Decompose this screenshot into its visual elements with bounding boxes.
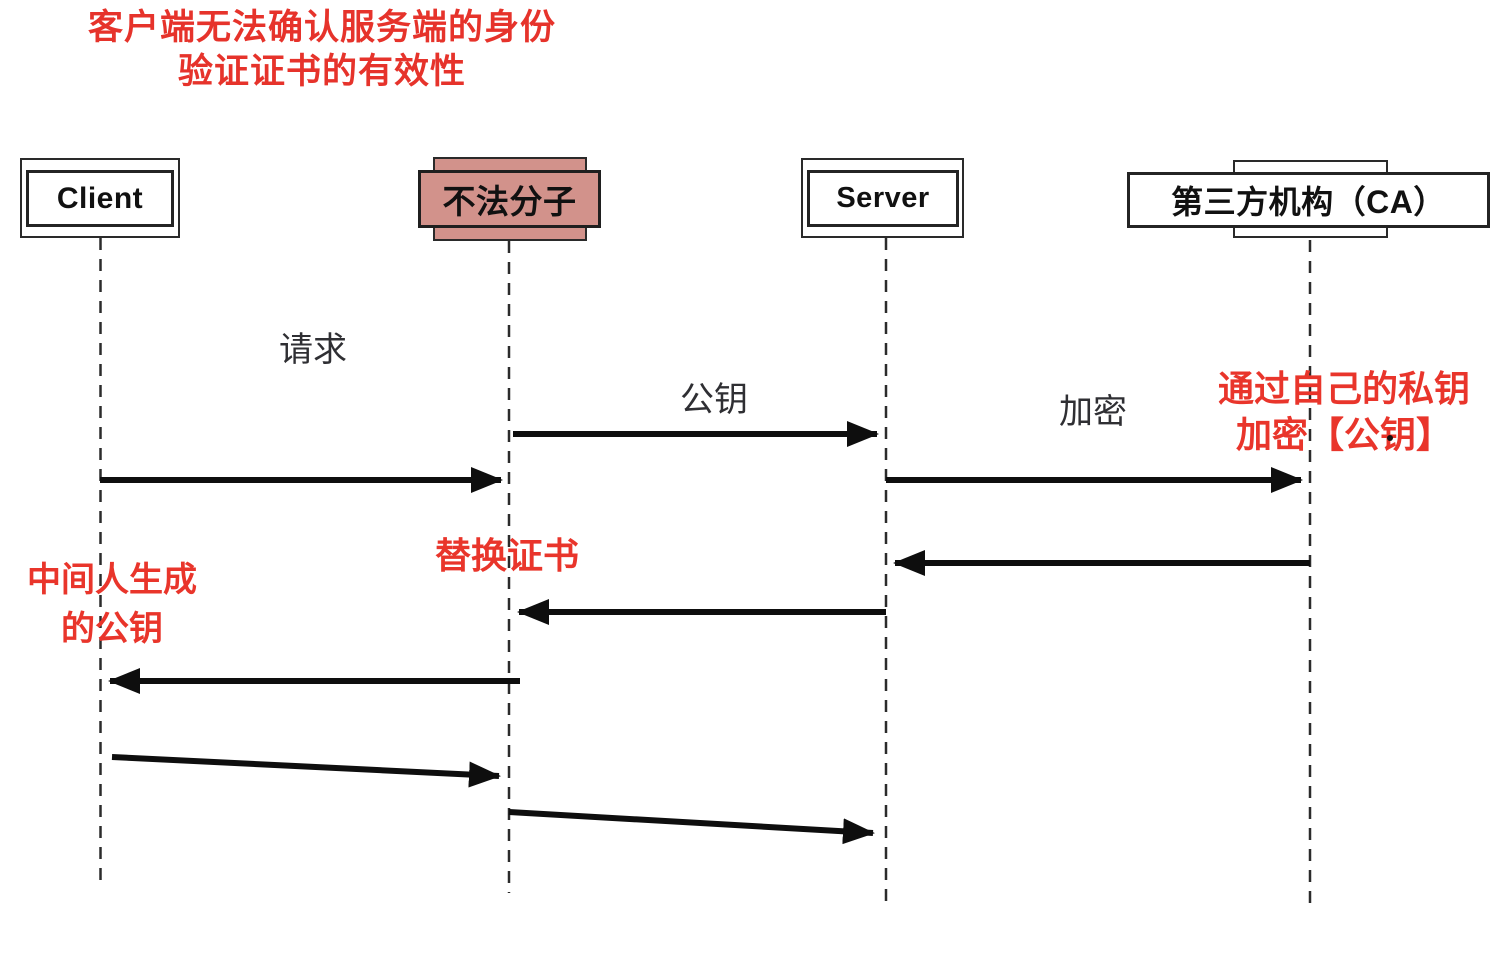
replace-cert-label: 替换证书 bbox=[434, 535, 580, 576]
public-key-label: 公钥 bbox=[680, 381, 748, 419]
arrow-client-to-attacker-slanted bbox=[111, 754, 501, 788]
attacker-box: 不法分子 bbox=[418, 170, 601, 228]
ca-note: 通过自己的私钥 加密【公钥】 bbox=[1218, 366, 1470, 458]
ca-box: 第三方机构（CA） bbox=[1127, 172, 1490, 228]
diagram-title-line1: 客户端无法确认服务端的身份 bbox=[87, 8, 557, 47]
period-dot bbox=[1387, 435, 1393, 441]
server-label: Server bbox=[836, 182, 930, 214]
server-box: Server bbox=[807, 170, 959, 227]
client-label: Client bbox=[56, 181, 144, 215]
ca-note-line1: 通过自己的私钥 bbox=[1217, 368, 1471, 409]
encrypt-label: 加密 bbox=[1059, 393, 1127, 431]
arrow-attacker-to-server-slanted bbox=[508, 809, 875, 845]
client-box: Client bbox=[26, 170, 174, 227]
mitm-key-note: 中间人生成 的公钥 bbox=[27, 556, 197, 654]
mitm-key-line2: 的公钥 bbox=[61, 610, 163, 648]
ca-label: 第三方机构（CA） bbox=[1171, 184, 1446, 220]
request-label: 请求 bbox=[279, 331, 347, 369]
attacker-label: 不法分子 bbox=[442, 183, 577, 220]
mitm-key-line1: 中间人生成 bbox=[27, 561, 197, 599]
diagram-title: 客户端无法确认服务端的身份 验证证书的有效性 bbox=[88, 6, 556, 94]
ca-note-line2: 加密【公钥】 bbox=[1235, 414, 1453, 455]
diagram-title-line2: 验证证书的有效性 bbox=[177, 52, 467, 91]
